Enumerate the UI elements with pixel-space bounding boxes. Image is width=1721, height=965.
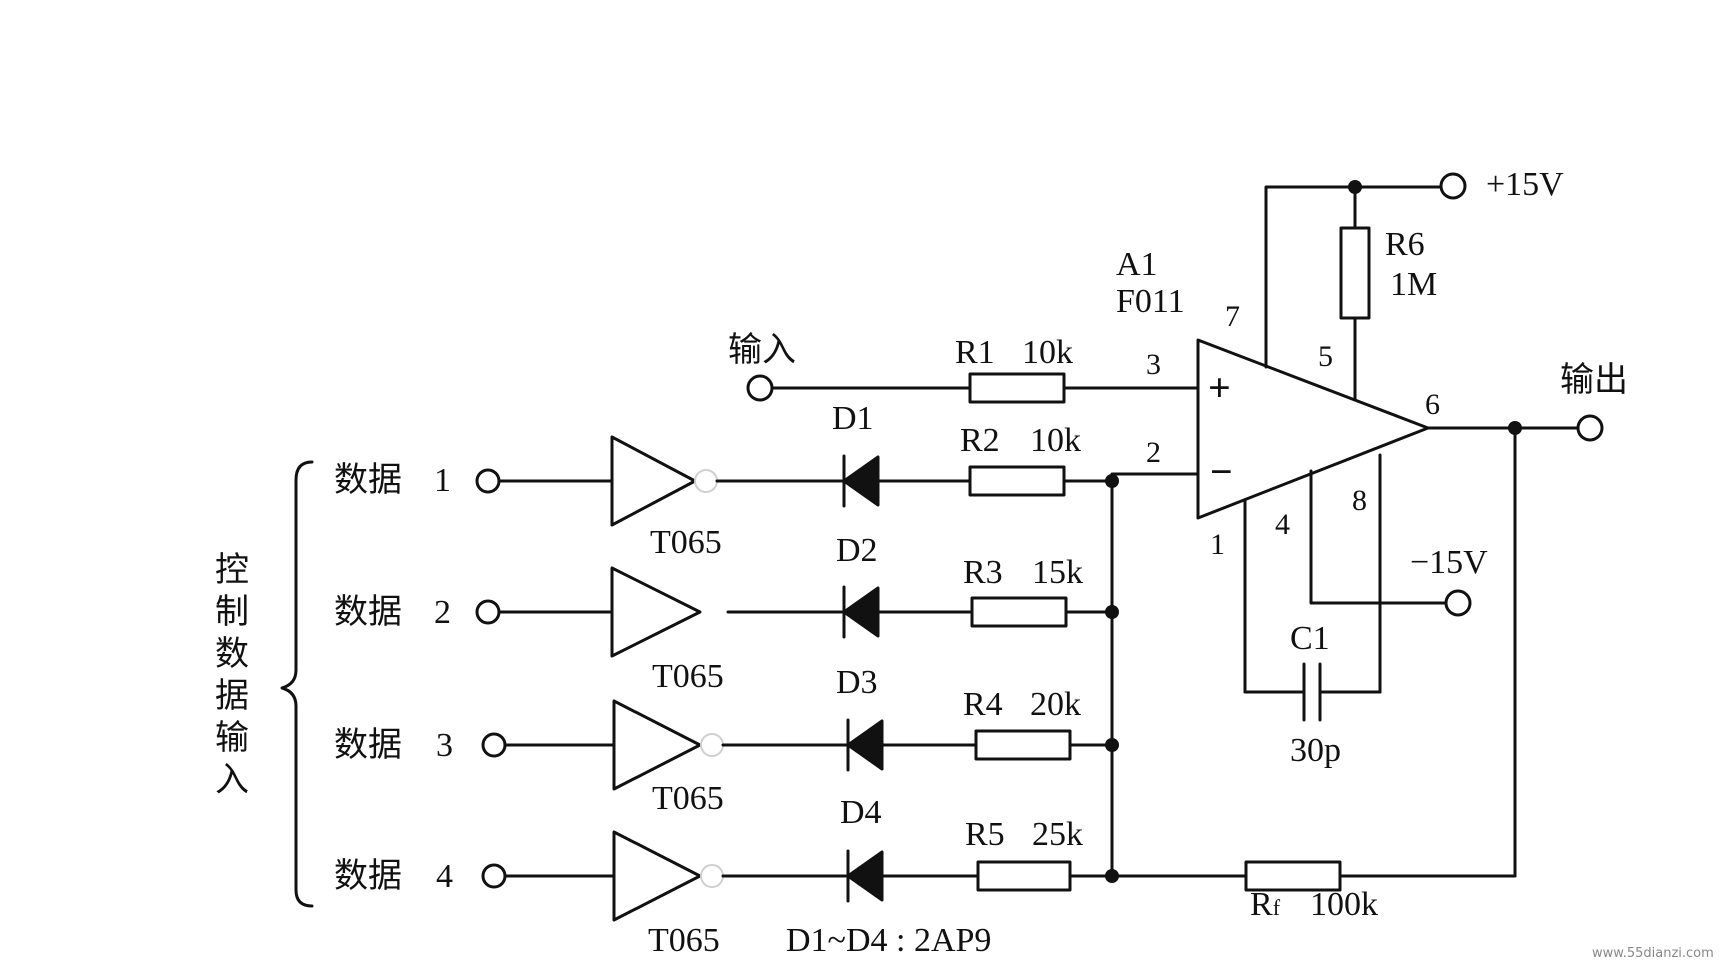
diode3-symbol: [846, 719, 884, 771]
watermark: www.55dianzi.com: [1592, 946, 1714, 961]
supply-pos-label: +15V: [1486, 166, 1564, 203]
pin4-wire: [1309, 469, 1448, 605]
rf-value: 100k: [1310, 886, 1378, 923]
output-label: 输出: [1560, 362, 1628, 399]
op-amp-plus: +: [1208, 365, 1231, 410]
input-terminal[interactable]: [746, 374, 774, 402]
data3-num: 3: [436, 727, 453, 764]
data1-terminal[interactable]: [475, 468, 501, 494]
input-group-brace: [280, 460, 314, 908]
buffer2-label: T065: [652, 658, 724, 695]
pin8-label: 8: [1352, 484, 1367, 517]
r4-value: 20k: [1030, 686, 1081, 723]
op-amp-part: F011: [1116, 283, 1185, 320]
pin1-label: 1: [1210, 528, 1225, 561]
junction-bus-3: [1105, 738, 1119, 752]
r5-resistor: [976, 860, 1072, 892]
vminus-terminal[interactable]: [1444, 589, 1472, 617]
diode2-symbol: [842, 586, 880, 638]
data4-label: 数据: [334, 858, 402, 895]
pin3-label: 3: [1146, 348, 1161, 381]
r3-resistor: [970, 596, 1068, 628]
buffer4-inverter-bubble: [700, 864, 724, 888]
diode4-label: D4: [840, 794, 882, 831]
pin7-wire: [1264, 185, 1442, 369]
buffer1-label: T065: [650, 524, 722, 561]
r1-value: 10k: [1022, 334, 1073, 371]
data2-num: 2: [434, 594, 451, 631]
r5-ref: R5: [965, 816, 1005, 853]
data2-terminal[interactable]: [475, 599, 501, 625]
r4-ref: R4: [963, 686, 1003, 723]
op-amp-ref: A1: [1116, 246, 1158, 283]
r3-value: 15k: [1032, 554, 1083, 591]
junction-bus-1: [1105, 474, 1119, 488]
diode4-symbol: [846, 850, 884, 902]
pin5-label: 5: [1318, 340, 1333, 373]
buffer3-symbol: [612, 699, 702, 791]
r2-ref: R2: [960, 422, 1000, 459]
rf-ref: Rf: [1250, 888, 1280, 922]
input-label: 输入: [728, 332, 796, 369]
supply-neg-label: −15V: [1410, 544, 1488, 581]
data3-label: 数据: [334, 727, 402, 764]
diode3-label: D3: [836, 664, 878, 701]
r1-resistor: [968, 372, 1066, 404]
r2-resistor: [968, 465, 1066, 497]
pin6-label: 6: [1425, 388, 1440, 421]
r6-value: 1M: [1390, 266, 1438, 303]
rf-ref-sub: f: [1272, 895, 1281, 920]
rf-ref-letter: R: [1250, 886, 1273, 923]
c1-value: 30p: [1290, 732, 1341, 769]
vplus-terminal[interactable]: [1439, 172, 1467, 200]
buffer4-label: T065: [648, 922, 720, 959]
junction-bus-4: [1105, 869, 1119, 883]
r3-ref: R3: [963, 554, 1003, 591]
buffer3-label: T065: [652, 780, 724, 817]
data3-terminal[interactable]: [481, 732, 507, 758]
group-label: 控制数据输入: [215, 552, 249, 799]
op-amp-minus: −: [1210, 449, 1233, 494]
diode2-label: D2: [836, 532, 878, 569]
r6-resistor: [1339, 226, 1371, 320]
r5-value: 25k: [1032, 816, 1083, 853]
r4-resistor: [974, 729, 1072, 761]
pin4-label: 4: [1275, 508, 1290, 541]
c1-ref: C1: [1290, 620, 1330, 657]
output-terminal[interactable]: [1576, 414, 1604, 442]
data1-num: 1: [434, 462, 451, 499]
buffer4-symbol: [612, 830, 702, 922]
diode-note: D1~D4 : 2AP9: [786, 922, 992, 959]
r1-ref: R1: [955, 334, 995, 371]
buffer2-symbol: [610, 566, 702, 658]
data4-num: 4: [436, 858, 453, 895]
data2-label: 数据: [334, 594, 402, 631]
pin7-label: 7: [1225, 300, 1240, 333]
buffer1-symbol: [610, 435, 697, 527]
op-amp-symbol: [1196, 338, 1430, 520]
pin2-label: 2: [1146, 436, 1161, 469]
junction-bus-2: [1105, 605, 1119, 619]
data1-label: 数据: [334, 462, 402, 499]
buffer1-inverter-bubble: [694, 469, 718, 493]
diode1-symbol: [842, 455, 880, 507]
r6-ref: R6: [1385, 226, 1425, 263]
diode1-label: D1: [832, 400, 874, 437]
data4-terminal[interactable]: [481, 863, 507, 889]
buffer3-inverter-bubble: [700, 733, 724, 757]
r2-value: 10k: [1030, 422, 1081, 459]
